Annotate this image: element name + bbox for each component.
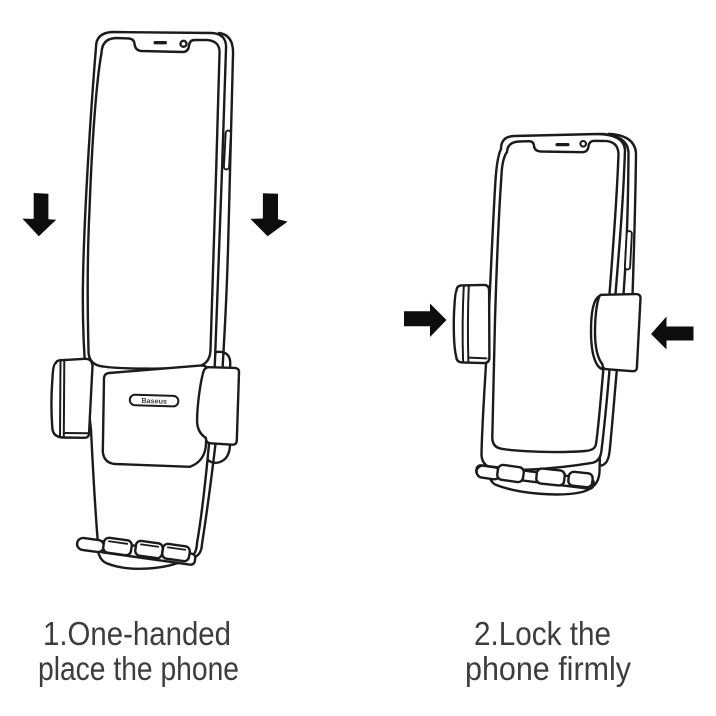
svg-text:2.Lock the: 2.Lock the <box>474 616 611 653</box>
svg-text:1.One-handed: 1.One-handed <box>43 616 231 653</box>
svg-text:Baseus: Baseus <box>141 396 167 406</box>
svg-text:phone firmly: phone firmly <box>465 651 631 688</box>
svg-text:place the phone: place the phone <box>38 651 239 688</box>
